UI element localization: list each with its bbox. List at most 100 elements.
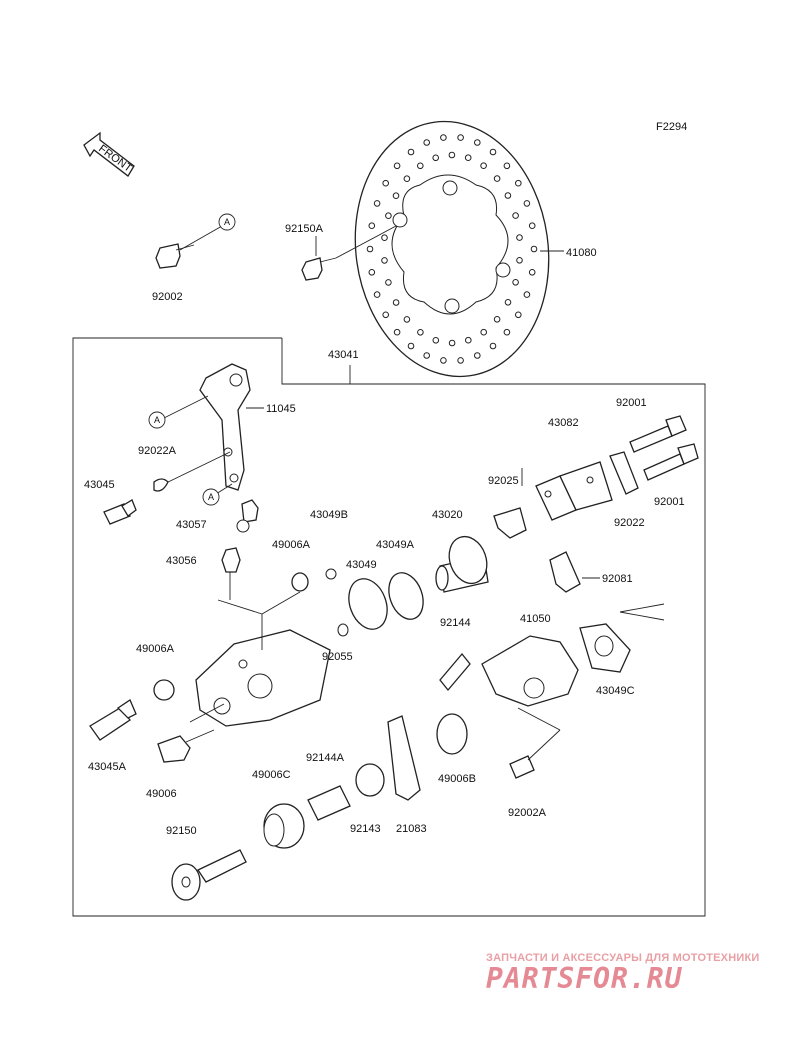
shaft-92150	[171, 849, 247, 901]
part-label-p43045: 43045	[84, 479, 115, 491]
part-label-p21083: 21083	[396, 823, 427, 835]
disc-vent-hole	[516, 234, 523, 241]
bolt-92150A	[301, 257, 337, 281]
disc-vent-hole	[448, 339, 456, 347]
part-label-p41050: 41050	[520, 613, 551, 625]
holder-41050	[481, 635, 579, 707]
bleeder-43056	[221, 547, 241, 573]
bolt-92001-a	[629, 415, 687, 453]
spring-92025	[493, 507, 527, 539]
part-label-p43049A: 43049A	[376, 539, 415, 551]
front-arrow-icon: FRONT	[83, 131, 135, 177]
ref-marker-a-3	[202, 488, 220, 506]
spring-92144A	[307, 785, 351, 821]
disc-vent-hole	[417, 162, 424, 170]
plate-92081	[549, 551, 581, 593]
disc-vent-hole	[392, 299, 400, 306]
disc-vent-hole	[403, 175, 411, 182]
disc-vent-hole	[474, 139, 481, 146]
disc-vent-hole	[407, 148, 415, 156]
disc-vent-hole	[528, 269, 536, 276]
disc-vent-hole	[465, 336, 472, 344]
disc-vent-hole	[503, 162, 511, 170]
seal-43049	[348, 578, 388, 630]
ref-marker-a-1	[218, 213, 236, 231]
disc-vent-hole	[493, 175, 501, 182]
disc-vent-hole	[480, 328, 488, 336]
bolt-92002A	[509, 755, 535, 779]
part-label-p92150A: 92150A	[285, 223, 324, 235]
disc-vent-hole	[523, 291, 531, 298]
clip-92022A	[153, 478, 169, 492]
ref-marker-a-2	[148, 411, 166, 429]
disc-vent-hole	[493, 316, 501, 323]
part-label-p43049C: 43049C	[596, 685, 635, 697]
disc-vent-hole	[448, 151, 456, 159]
front-label: FRONT	[96, 143, 134, 175]
diagram-code: F2294	[656, 121, 687, 133]
lever-21083	[387, 715, 421, 801]
pin-43045A	[89, 699, 137, 741]
part-label-p49006: 49006	[146, 788, 177, 800]
part-label-p92001b: 92001	[654, 496, 685, 508]
pad-43082	[535, 461, 613, 521]
watermark-logo: PARTSFOR.RU	[486, 962, 683, 995]
part-label-p43049: 43049	[346, 559, 377, 571]
ref-marker-a-1-text: A	[224, 217, 230, 227]
disc-vent-hole	[432, 154, 440, 162]
disc-vent-hole	[523, 200, 531, 207]
bolt-92001-b	[643, 443, 699, 481]
disc-vent-hole	[440, 357, 447, 364]
disc-vent-hole	[457, 357, 464, 364]
part-label-p92144: 92144	[440, 617, 471, 629]
watermark: ЗАПЧАСТИ И АКСЕССУАРЫ ДЛЯ МОТОТЕХНИКИ PA…	[486, 952, 786, 995]
disc-vent-hole	[464, 154, 472, 161]
boot-49006	[157, 735, 191, 763]
disc-vent-hole	[474, 352, 481, 359]
washer-92143	[355, 763, 385, 797]
part-label-p92001a: 92001	[616, 397, 647, 409]
part-label-p49006B: 49006B	[438, 773, 476, 785]
ring-92055	[337, 623, 349, 637]
disc-vent-hole	[504, 192, 512, 199]
part-label-p41080: 41080	[566, 247, 597, 259]
boot-49006A-2	[153, 679, 175, 701]
disc-vent-hole	[504, 299, 512, 306]
disc-vent-hole	[515, 311, 522, 319]
piston-43020	[435, 535, 489, 593]
disc-vent-hole	[512, 279, 519, 286]
pin-43045	[103, 499, 137, 525]
watermark-tagline: ЗАПЧАСТИ И АКСЕССУАРЫ ДЛЯ МОТОТЕХНИКИ	[486, 952, 760, 964]
disc-vent-hole	[457, 134, 464, 141]
ref-marker-a-2-text: A	[154, 415, 160, 425]
disc-vent-hole	[385, 279, 392, 286]
part-label-p92143: 92143	[350, 823, 381, 835]
disc-vent-hole	[392, 192, 400, 199]
disc-vent-hole	[407, 342, 415, 350]
disc-vent-hole	[516, 257, 523, 264]
bolt-92002	[155, 243, 195, 269]
part-label-p92081: 92081	[602, 573, 633, 585]
disc-vent-hole	[512, 212, 519, 219]
part-label-p92002: 92002	[152, 291, 183, 303]
disc-vent-hole	[489, 148, 497, 156]
part-label-p43045A: 43045A	[88, 761, 127, 773]
disc-vent-hole	[440, 134, 447, 141]
part-label-p92022: 92022	[614, 517, 645, 529]
disc-vent-hole	[423, 139, 431, 146]
disc-vent-hole	[417, 329, 424, 336]
disc-vent-hole	[385, 212, 392, 219]
part-label-p49006C: 49006C	[252, 769, 291, 781]
part-label-p92055: 92055	[322, 651, 353, 663]
disc-vent-hole	[528, 222, 536, 229]
clip-92022	[609, 451, 639, 495]
disc-vent-hole	[489, 342, 497, 350]
part-label-p43082: 43082	[548, 417, 579, 429]
disc-vent-hole	[368, 269, 376, 276]
disc-vent-hole	[382, 179, 390, 187]
disc-vent-hole	[381, 257, 388, 264]
disc-vent-hole	[480, 162, 487, 169]
